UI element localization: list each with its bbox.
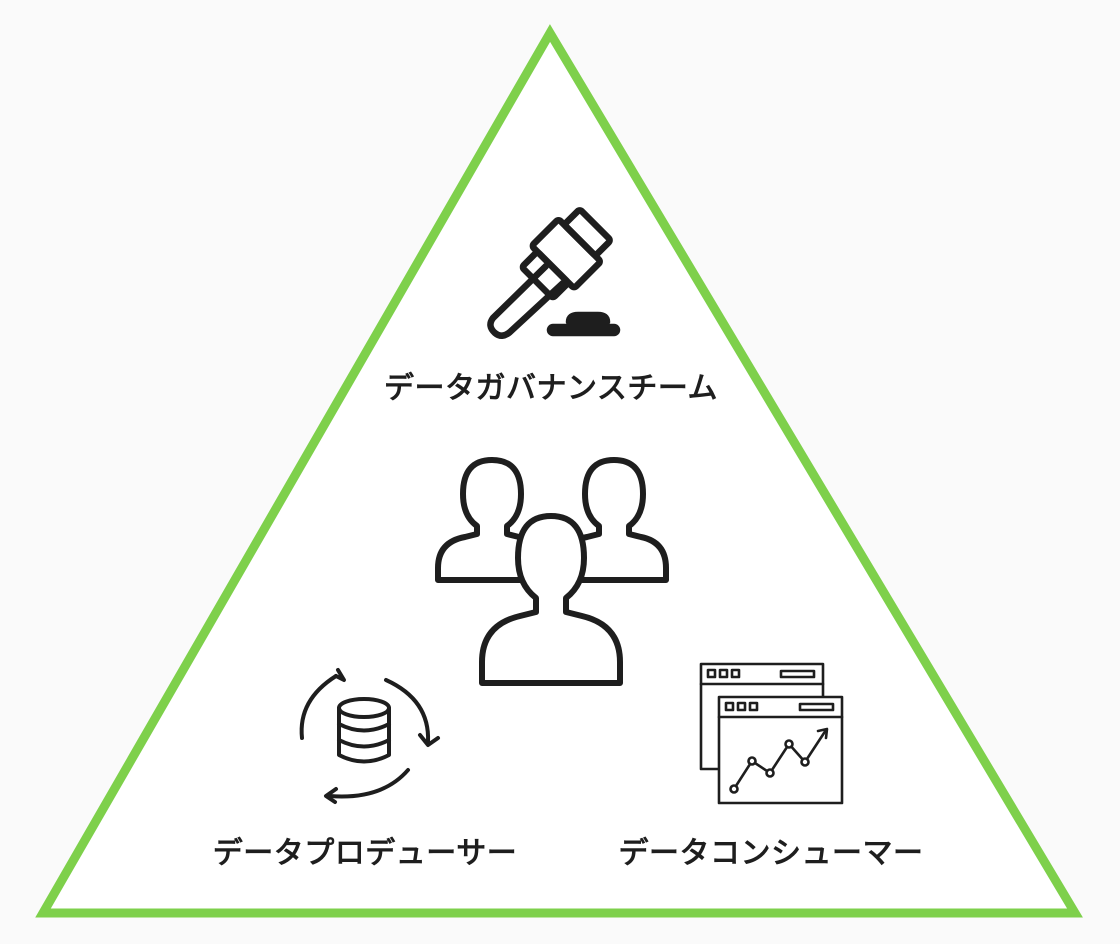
data-producer-label: データプロデューサー [212, 836, 518, 871]
triangle-frame [35, 24, 1083, 918]
analytics-dashboard-icon [699, 662, 844, 805]
database-sync-icon [299, 668, 440, 804]
gavel-icon [487, 207, 621, 339]
people-group-icon [435, 457, 669, 686]
data-consumer-label: データコンシューマー [618, 836, 924, 871]
governance-team-label: データガバナンスチーム [384, 371, 718, 406]
